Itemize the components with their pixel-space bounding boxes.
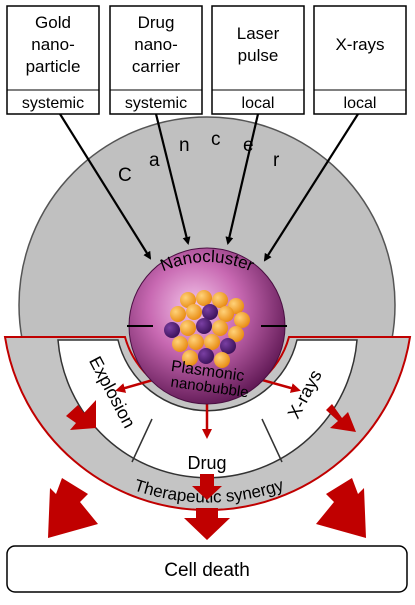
input-arrow-laser	[225, 113, 260, 245]
gold-nanoparticle	[212, 320, 228, 336]
cell-death-arrow-center	[184, 508, 230, 540]
particle-cluster	[164, 290, 250, 368]
input-drug-line1: Drug	[138, 13, 175, 32]
explosion-output-arrow	[66, 400, 96, 430]
gold-nanoparticle	[196, 290, 212, 306]
gold-nanoparticle	[218, 306, 234, 322]
gold-nanoparticle	[180, 320, 196, 336]
input-gold-mode: systemic	[22, 95, 84, 112]
gold-nanoparticle	[186, 304, 202, 320]
input-gold-line2: nano-	[31, 35, 74, 54]
gold-nanoparticle	[182, 350, 198, 366]
input-xrays-mode: local	[344, 95, 377, 112]
input-arrows	[59, 113, 359, 262]
input-xrays-line1: X-rays	[335, 35, 384, 54]
input-box-xrays: X-rays local	[313, 5, 407, 115]
input-drug-line2: nano-	[134, 35, 177, 54]
input-laser-line1: Laser	[237, 24, 280, 43]
gold-nanoparticle	[214, 352, 230, 368]
input-drug-mode: systemic	[125, 95, 187, 112]
drug-output-arrow	[192, 474, 222, 500]
drug-nanoparticle	[202, 304, 218, 320]
band-divider	[261, 418, 283, 463]
drug-nanoparticle	[196, 318, 212, 334]
gold-nanoparticle	[212, 292, 228, 308]
band-divider	[131, 418, 153, 463]
cell-death-box	[6, 545, 408, 593]
input-arrow-drug	[154, 113, 191, 245]
input-drug-line3: carrier	[132, 57, 181, 76]
block-arrows	[48, 400, 366, 540]
cancer-letter: e	[243, 135, 254, 156]
cancer-letter: n	[179, 135, 190, 156]
cell-death-arrow-left	[48, 478, 98, 538]
input-gold-line1: Gold	[35, 13, 71, 32]
input-arrow-gold	[59, 113, 152, 260]
gold-nanoparticle	[204, 334, 220, 350]
input-laser-mode: local	[242, 95, 275, 112]
cancer-letter: C	[118, 165, 132, 186]
input-box-laser: Laser pulse local	[211, 5, 305, 115]
gold-nanoparticle	[234, 312, 250, 328]
cell-death-arrow-right	[316, 478, 366, 538]
gold-nanoparticle	[170, 306, 186, 322]
input-laser-line2: pulse	[238, 46, 279, 65]
cancer-label: C a n c e r	[118, 129, 280, 186]
gold-nanoparticle	[228, 326, 244, 342]
cancer-letter: c	[211, 129, 221, 150]
input-box-gold: Gold nano- particle systemic	[6, 5, 100, 115]
gold-nanoparticle	[188, 334, 204, 350]
drug-nanoparticle	[220, 338, 236, 354]
drug-nanoparticle	[198, 348, 214, 364]
cancer-letter: a	[149, 150, 160, 171]
mechanism-band	[57, 339, 358, 479]
cell-death-label: Cell death	[164, 560, 250, 581]
input-box-drug: Drug nano- carrier systemic	[109, 5, 203, 115]
gold-nanoparticle	[180, 292, 196, 308]
cancer-letter: r	[273, 150, 280, 171]
xrays-output-arrow	[326, 404, 356, 432]
drug-nanoparticle	[164, 322, 180, 338]
input-gold-line3: particle	[26, 57, 81, 76]
gold-nanoparticle	[172, 336, 188, 352]
input-arrow-xrays	[263, 113, 359, 262]
mechanism-drug-label: Drug	[187, 453, 226, 473]
